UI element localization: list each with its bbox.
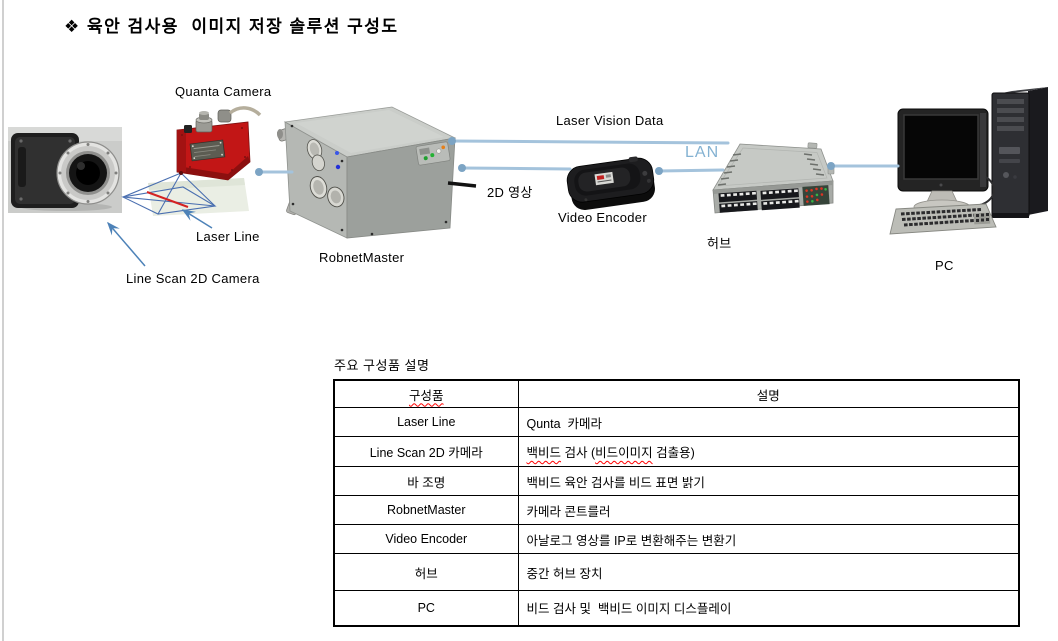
system-diagram: Quanta Camera Laser Line Line Scan 2D Ca… — [0, 40, 1058, 350]
component-cell: RobnetMaster — [333, 495, 519, 525]
pc-image — [889, 87, 1048, 235]
component-cell: 허브 — [333, 553, 519, 591]
label-video-encoder: Video Encoder — [558, 210, 647, 225]
component-cell: Laser Line — [333, 407, 519, 437]
component-cell: Video Encoder — [333, 524, 519, 554]
label-hub: 허브 — [707, 236, 732, 251]
component-cell: PC — [333, 590, 519, 626]
description-cell: 비드 검사 및 백비드 이미지 디스플레이 — [517, 590, 1020, 626]
header-component: 구성품 — [333, 379, 519, 408]
description-cell: 카메라 콘트를러 — [517, 495, 1020, 525]
page-title: ❖ 육안 검사용 이미지 저장 솔루션 구성도 — [64, 17, 399, 36]
video-encoder-image — [566, 156, 655, 210]
component-cell: Line Scan 2D 카메라 — [333, 436, 519, 467]
line-scan-camera-image — [8, 127, 122, 213]
label-quanta-camera: Quanta Camera — [175, 84, 272, 99]
quanta-camera-image — [121, 106, 262, 216]
description-cell: Qunta 카메라 — [517, 407, 1020, 437]
label-2d-video: 2D 영상 — [487, 185, 533, 200]
label-pc: PC — [935, 258, 954, 273]
component-cell: 바 조명 — [333, 466, 519, 496]
label-lan: LAN — [685, 144, 720, 161]
robnetmaster-image — [277, 106, 477, 239]
label-robnetmaster: RobnetMaster — [319, 250, 405, 265]
description-cell: 백비드 육안 검사를 비드 표면 밝기 — [517, 466, 1020, 496]
description-cell: 백비드 검사 (비드이미지 검출용) — [517, 436, 1020, 467]
hub-image — [712, 142, 835, 214]
left-edge-line — [2, 0, 4, 641]
label-laser-line: Laser Line — [196, 229, 260, 244]
header-description: 설명 — [517, 379, 1020, 408]
description-cell: 아날로그 영상를 IP로 변환해주는 변환기 — [517, 524, 1020, 554]
label-laser-vision-data: Laser Vision Data — [556, 113, 664, 128]
description-cell: 중간 허브 장치 — [517, 553, 1020, 591]
label-line-scan-camera: Line Scan 2D Camera — [126, 271, 260, 286]
table-caption: 주요 구성품 설명 — [334, 358, 430, 373]
